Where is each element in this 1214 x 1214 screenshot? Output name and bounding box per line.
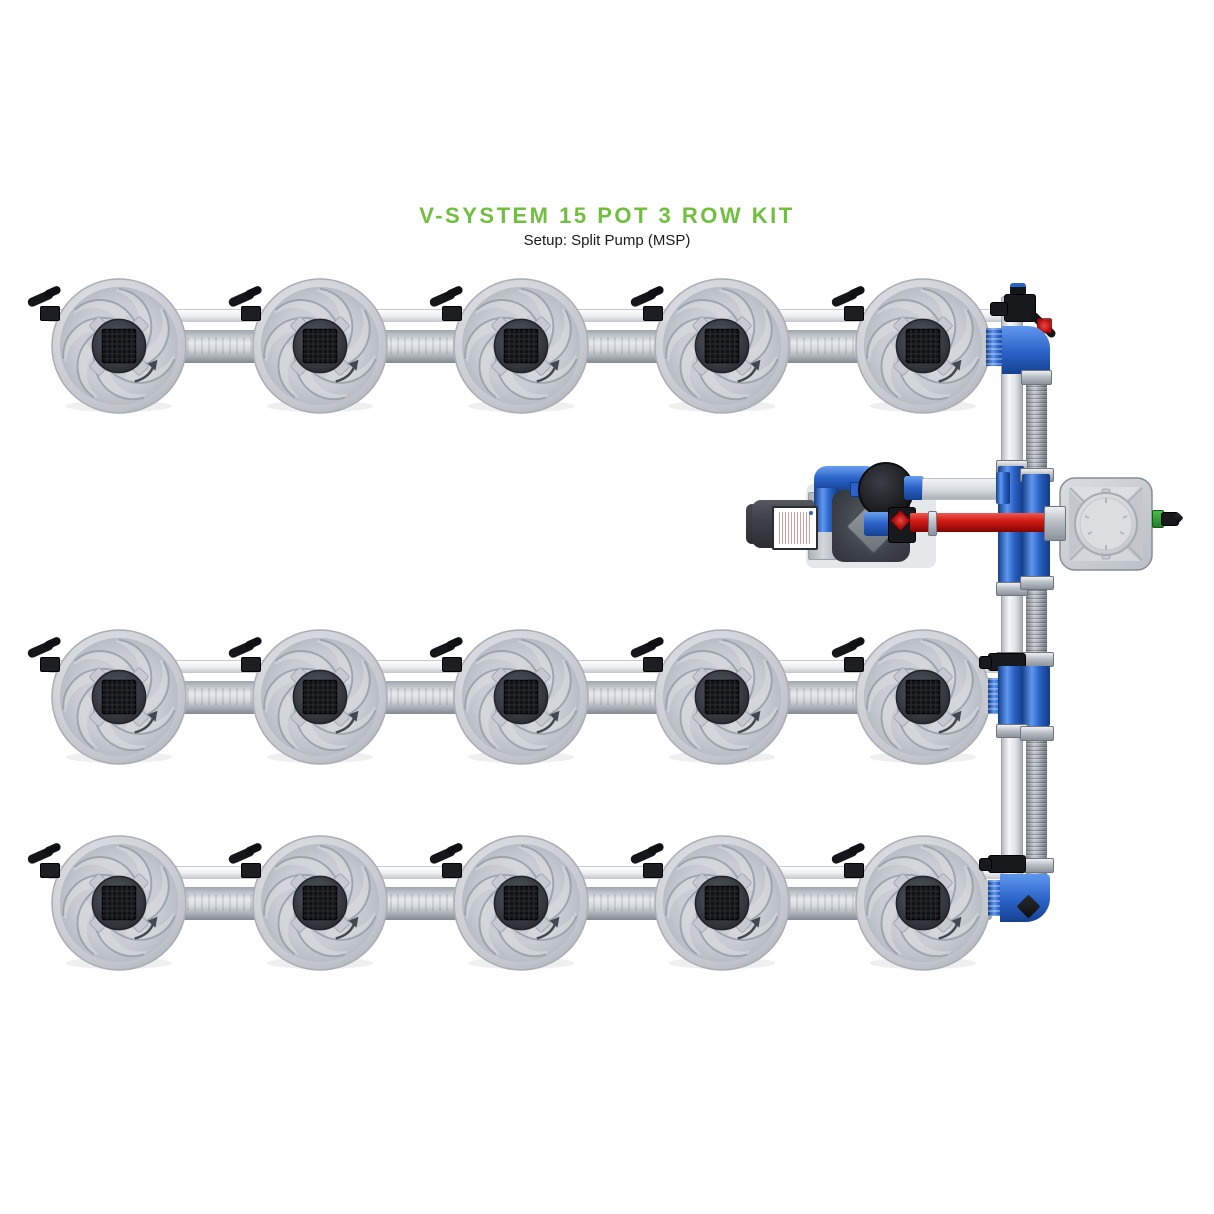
reservoir-inlet-flange <box>1044 506 1066 541</box>
drip-line-connector-icon <box>643 863 663 878</box>
row1-elbow-fitting <box>1002 326 1050 374</box>
grow-pot-unit <box>428 834 590 972</box>
drip-line-connector-icon <box>442 306 462 321</box>
grow-pot-unit <box>830 277 992 415</box>
drip-line-connector-icon <box>241 863 261 878</box>
grow-pot-unit <box>830 834 992 972</box>
pipe-coupler <box>1020 576 1054 590</box>
drip-line-connector-icon <box>40 863 60 878</box>
drip-line-connector-icon <box>241 657 261 672</box>
grow-pot-unit <box>629 277 791 415</box>
grow-pot-unit <box>830 628 992 766</box>
pot-row-3 <box>0 823 1214 983</box>
drip-line-connector-icon <box>844 657 864 672</box>
grow-pot-unit <box>227 834 389 972</box>
grow-pot-unit <box>629 628 791 766</box>
grow-pot-unit <box>428 277 590 415</box>
return-line-red <box>910 513 1066 532</box>
drip-line-connector-icon <box>442 657 462 672</box>
pipe-coupler <box>928 511 937 536</box>
riser-end-cap-icon <box>1010 283 1026 296</box>
grow-pot-unit <box>26 834 188 972</box>
drip-line-connector-icon <box>844 863 864 878</box>
page-title: V-SYSTEM 15 POT 3 ROW KIT <box>419 203 795 228</box>
row2-drip-cap-icon <box>979 656 992 669</box>
drip-line-connector-icon <box>643 657 663 672</box>
drip-line-connector-icon <box>40 657 60 672</box>
grow-pot-unit <box>26 277 188 415</box>
drip-line-connector-icon <box>844 306 864 321</box>
drip-line-connector-icon <box>241 306 261 321</box>
pump-motor-label <box>772 506 818 550</box>
drip-line-connector-icon <box>442 863 462 878</box>
drip-tee-stub-icon <box>990 302 1008 316</box>
row3-drip-tee-icon <box>988 855 1026 873</box>
page-subtitle: Setup: Split Pump (MSP) <box>523 232 691 249</box>
grow-pot-unit <box>428 628 590 766</box>
grow-pot-unit <box>227 628 389 766</box>
grow-pot-unit <box>26 628 188 766</box>
row2-return-sleeve <box>1022 666 1050 726</box>
feed-pipe-connector <box>996 472 1010 504</box>
drip-line-connector-icon <box>643 306 663 321</box>
row2-tee-fitting <box>998 666 1024 728</box>
pot-row-2 <box>0 617 1214 777</box>
return-riser-pipe <box>1026 374 1047 896</box>
reservoir <box>1059 477 1153 571</box>
filter-outlet-stub <box>904 476 924 500</box>
grow-pot-unit <box>227 277 389 415</box>
pot-row-1 <box>0 266 1214 426</box>
grow-pot-unit <box>629 834 791 972</box>
feed-pipe <box>922 478 1004 500</box>
pipe-coupler <box>1021 370 1052 385</box>
drip-line-connector-icon <box>40 306 60 321</box>
header: V-SYSTEM 15 POT 3 ROW KIT Setup: Split P… <box>0 203 1214 249</box>
pipe-coupler <box>1020 726 1054 741</box>
row3-drip-cap-icon <box>979 858 992 871</box>
